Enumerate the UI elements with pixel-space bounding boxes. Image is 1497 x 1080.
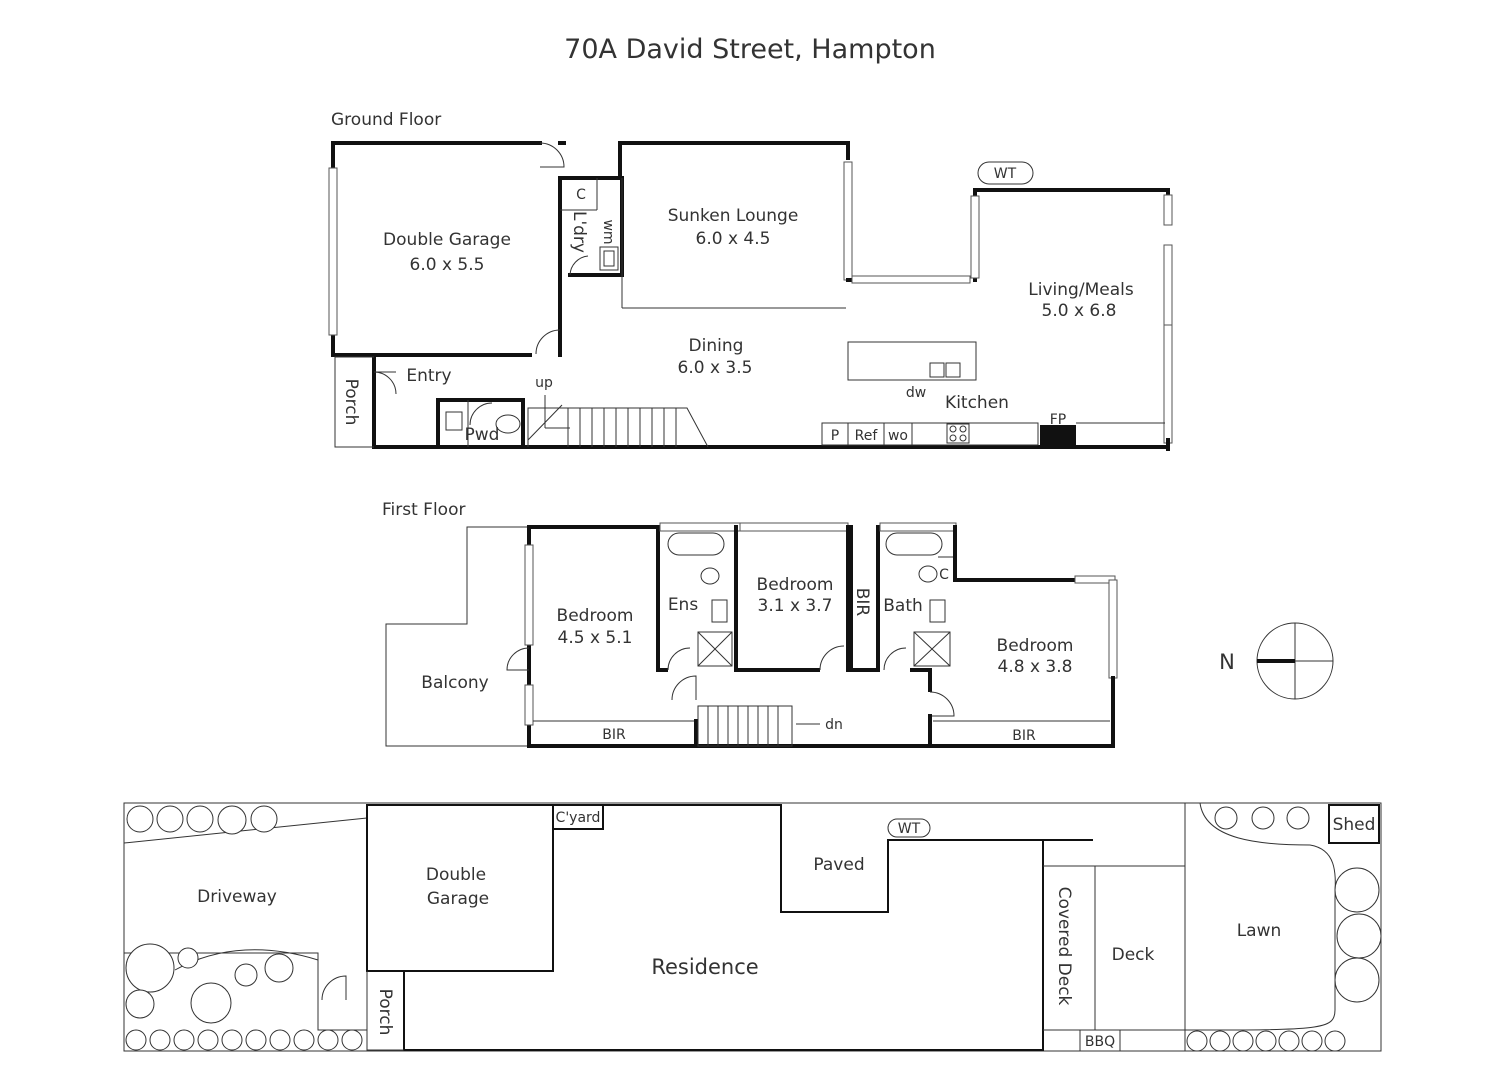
kitchen-island [847,341,977,381]
laundry-tub [599,246,619,271]
stairs-down-label: dn [825,717,843,733]
sunken-lounge-label: Sunken Lounge [668,206,799,226]
bedroom3-size: 4.8 x 3.8 [998,657,1073,677]
fridge-label: Ref [855,428,879,444]
courtyard-label: C'yard [556,810,601,826]
garage-internal-door [535,329,561,355]
living-meals-walls [970,188,1173,451]
bathroom [879,522,957,671]
bedroom2-size: 3.1 x 3.7 [758,596,833,616]
site-garage-label-line2: Garage [427,889,489,909]
lounge-courtyard-slider [851,275,971,284]
porch-outline [334,356,374,448]
pantry-label: P [831,428,839,444]
living-meals-size: 5.0 x 6.8 [1042,301,1117,321]
bath-label: Bath [883,596,923,616]
wall-oven-label: wo [888,428,908,444]
powder-room [436,398,525,449]
ensuite-label: Ens [668,595,699,615]
ground-water-tank-label: WT [994,166,1017,182]
living-rear-window-low [1163,324,1173,444]
living-meals-label: Living/Meals [1028,280,1134,300]
washing-machine-label: wm [600,219,616,244]
living-rear-window-top [1163,194,1173,226]
laundry-door [569,255,589,276]
dining-size: 6.0 x 3.5 [678,358,753,378]
garage-door-window [328,167,338,336]
first-cupboard-label: C [939,567,949,583]
first-floor-stairs [697,705,820,747]
residence-outline [552,804,1093,971]
shed [1328,804,1380,844]
living-rear-window-mid [1163,244,1173,326]
powder-label: Pwd [465,425,500,445]
sunken-lounge-size: 6.0 x 4.5 [696,229,771,249]
deck-label: Deck [1112,945,1155,965]
bbq-label: BBQ [1085,1034,1115,1050]
bedroom1-size: 4.5 x 5.1 [558,628,633,648]
bedroom1-label: Bedroom [557,606,634,626]
dining-label: Dining [689,336,744,356]
site-porch-label: Porch [375,989,395,1036]
site-garage [366,804,554,972]
bedroom1-window [524,544,534,646]
first-floor-plan: First Floor [382,500,1118,748]
double-garage-size: 6.0 x 5.5 [410,255,485,275]
fireplace [1040,425,1076,447]
entry-door [373,371,397,395]
shed-label: Shed [1333,815,1376,835]
ground-floor-heading: Ground Floor [331,110,441,130]
site-garage-label-line1: Double [426,865,486,885]
bedroom2-window [739,522,849,532]
covered-deck-label: Covered Deck [1054,887,1074,1006]
bedroom2-door [819,645,845,671]
kitchen-label: Kitchen [945,393,1009,413]
site-plan: Driveway Double Garage C'yard Paved WT R… [123,802,1382,1052]
driveway-label: Driveway [197,887,277,907]
kitchen-bench [821,422,1165,447]
compass-north-label: N [1219,650,1235,674]
bir-left-label: BIR [602,727,626,743]
residence-label: Residence [651,955,758,979]
bir-mid-label: BIR [852,588,872,617]
plan-title: 70A David Street, Hampton [564,34,936,65]
bedroom3-window [1108,579,1118,679]
balcony-label: Balcony [421,673,488,693]
paved-label: Paved [813,855,864,875]
bedroom3-label: Bedroom [997,636,1074,656]
living-side-window [970,195,980,279]
ground-porch-label: Porch [341,379,361,426]
ensuite-landing-door [671,675,697,701]
lawn-label: Lawn [1237,921,1282,941]
garden-shrubs [125,805,1382,1052]
balcony-outline [385,526,529,747]
bedroom2-label: Bedroom [757,575,834,595]
cooktop [946,423,970,444]
bir-right-label: BIR [1012,728,1036,744]
garage-rear-door [539,142,565,168]
site-water-tank-label: WT [898,821,921,837]
water-tank-oval [977,161,1034,185]
first-floor-heading: First Floor [382,500,465,520]
fireplace-label: FP [1050,412,1067,428]
bedroom1-walls [527,525,662,748]
ground-floor-plan: Ground Floor [328,110,1173,451]
site-boundary [123,802,1382,1052]
garage-walls [328,141,566,357]
stairs-up-label: up [535,375,553,391]
lounge-window [843,161,853,281]
entry-label: Entry [406,366,451,386]
sunken-lounge-walls [618,141,971,309]
north-compass: N [1219,622,1334,700]
double-garage-label: Double Garage [383,230,511,250]
ground-stairs [527,395,709,448]
laundry-label: L'dry [569,211,589,253]
bedroom3-door [929,691,955,717]
ground-cupboard-label: C [576,187,586,203]
dishwasher-label: dw [906,385,926,401]
balcony-door [506,647,530,671]
